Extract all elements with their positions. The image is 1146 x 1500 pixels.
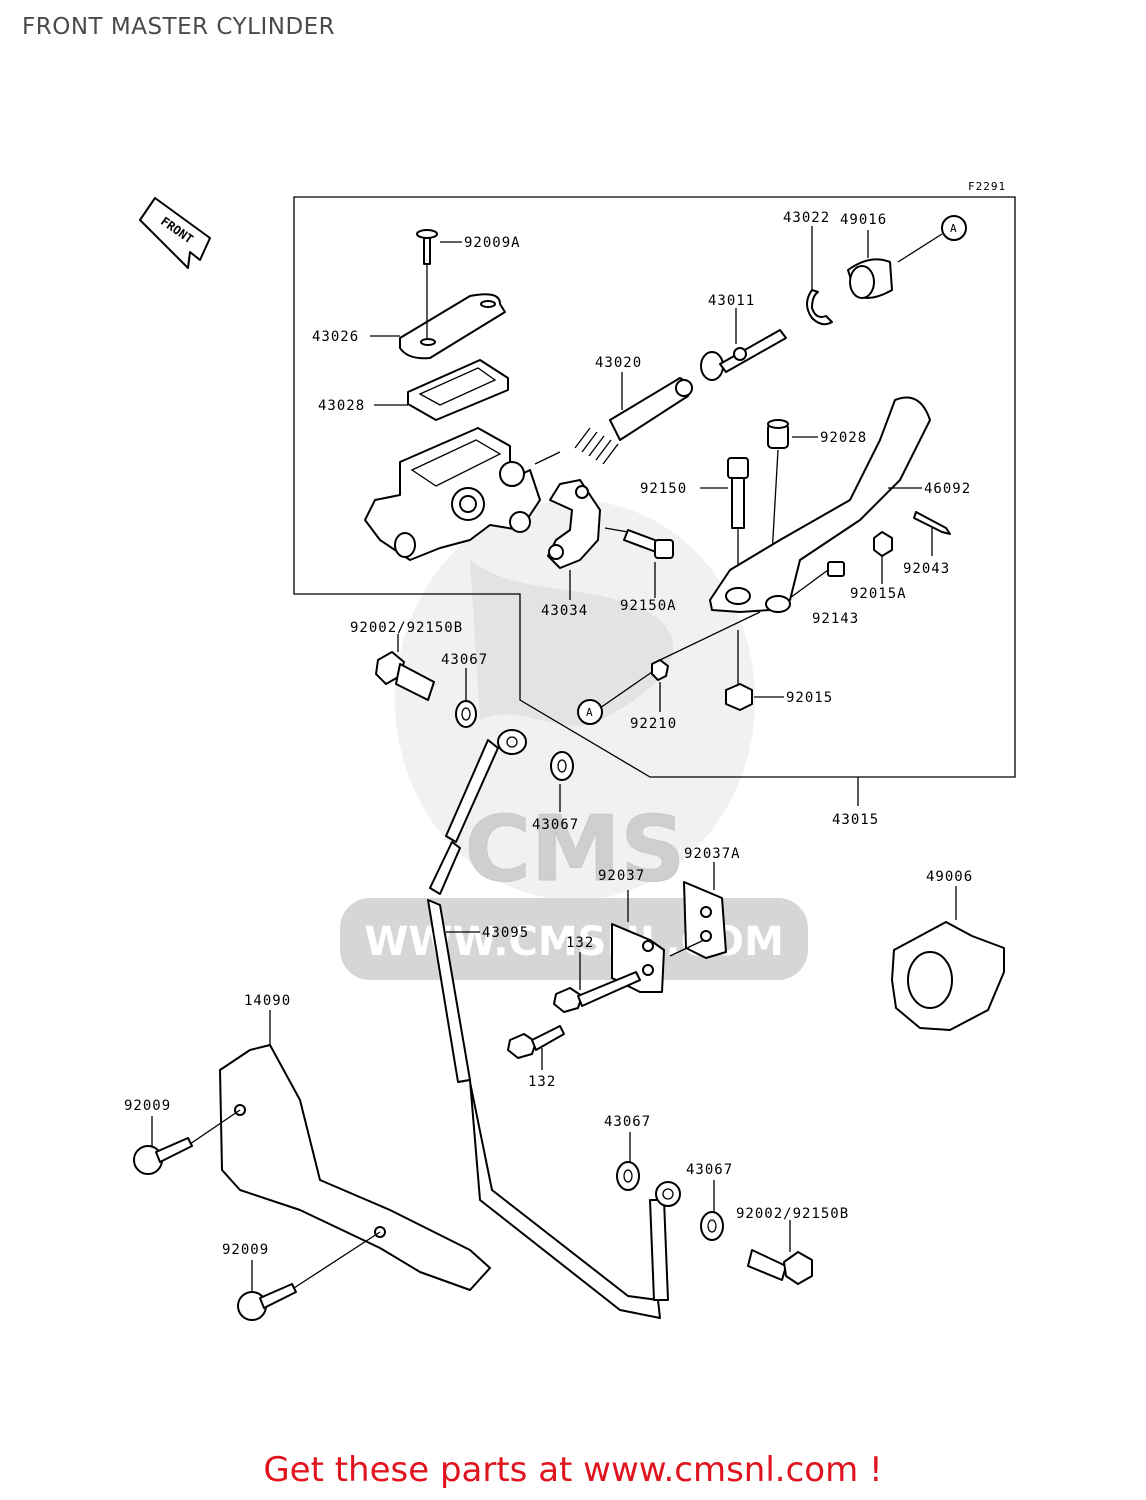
label-43067-a: 43067 <box>441 652 488 668</box>
washer-d-icon <box>700 1211 724 1241</box>
label-43067-d: 43067 <box>686 1162 733 1178</box>
watermark: CMS WWW.CMSNL.COM <box>340 500 808 980</box>
label-92015: 92015 <box>786 690 833 706</box>
label-92002-92150B-bottom: 92002/92150B <box>736 1206 849 1222</box>
screw-icon <box>416 229 438 265</box>
label-43022: 43022 <box>783 210 830 226</box>
label-43026: 43026 <box>312 329 359 345</box>
assembly-frame <box>293 196 1016 778</box>
label-43067-c: 43067 <box>604 1114 651 1130</box>
push-rod-icon <box>700 329 787 381</box>
label-49006: 49006 <box>926 869 973 885</box>
banjo-bolt-lower-icon <box>747 1249 813 1285</box>
label-43015: 43015 <box>832 812 879 828</box>
nut-92210-icon <box>651 659 669 681</box>
callout-a-bottom: A <box>586 706 594 719</box>
label-92150: 92150 <box>640 481 687 497</box>
washer-c-icon <box>616 1161 640 1191</box>
label-14090: 14090 <box>244 993 291 1009</box>
label-49016: 49016 <box>840 212 887 228</box>
label-92037A: 92037A <box>684 846 741 862</box>
footer-link[interactable]: Get these parts at www.cmsnl.com ! <box>263 1450 883 1490</box>
bracket-bolt-icon <box>553 971 641 1013</box>
piston-spring-icon <box>574 377 693 465</box>
label-92043: 92043 <box>903 561 950 577</box>
figure-code: F2291 <box>968 180 1006 193</box>
label-92150A: 92150A <box>620 598 677 614</box>
guard-bolt-icon <box>133 1137 193 1175</box>
label-46092: 46092 <box>924 481 971 497</box>
label-43067-b: 43067 <box>532 817 579 833</box>
label-43028: 43028 <box>318 398 365 414</box>
banjo-bolt-icon <box>375 651 435 701</box>
label-92009A: 92009A <box>464 235 521 251</box>
pivot-collar-icon <box>767 419 789 449</box>
guard-bolt-lower-icon <box>237 1283 297 1321</box>
bracket-bolt-lower-icon <box>507 1025 565 1059</box>
label-43034: 43034 <box>541 603 588 619</box>
label-132-top: 132 <box>566 935 594 951</box>
washer-icon <box>455 700 477 728</box>
lever-guard-icon <box>219 1044 491 1291</box>
label-92015A: 92015A <box>850 586 907 602</box>
clamp-bolt-icon <box>623 529 674 559</box>
master-cylinder-body-icon <box>364 427 541 561</box>
diaphragm-icon <box>407 359 509 421</box>
front-arrow-icon: FRONT <box>139 197 211 269</box>
label-92037: 92037 <box>598 868 645 884</box>
watermark-brand: CMS <box>465 797 685 902</box>
callout-a-top: A <box>950 222 958 235</box>
page-title: FRONT MASTER CYLINDER <box>22 14 336 40</box>
label-92002-92150B-top: 92002/92150B <box>350 620 463 636</box>
circlip-icon <box>806 289 833 326</box>
pivot-bolt-icon <box>727 457 749 529</box>
washer-b-icon <box>550 751 574 781</box>
label-92143: 92143 <box>812 611 859 627</box>
lever-nut-icon <box>725 683 753 711</box>
nut-icon <box>873 531 893 557</box>
brake-hose-icon <box>427 729 681 1319</box>
label-92210: 92210 <box>630 716 677 732</box>
hose-bracket-a-icon <box>683 881 727 959</box>
label-92009-top: 92009 <box>124 1098 171 1114</box>
label-92009-bottom: 92009 <box>222 1242 269 1258</box>
label-92028: 92028 <box>820 430 867 446</box>
adjuster-icon <box>827 561 845 577</box>
label-43011: 43011 <box>708 293 755 309</box>
label-43095: 43095 <box>482 925 529 941</box>
label-132-bottom: 132 <box>528 1074 556 1090</box>
cotter-pin-icon <box>913 511 951 535</box>
label-43020: 43020 <box>595 355 642 371</box>
